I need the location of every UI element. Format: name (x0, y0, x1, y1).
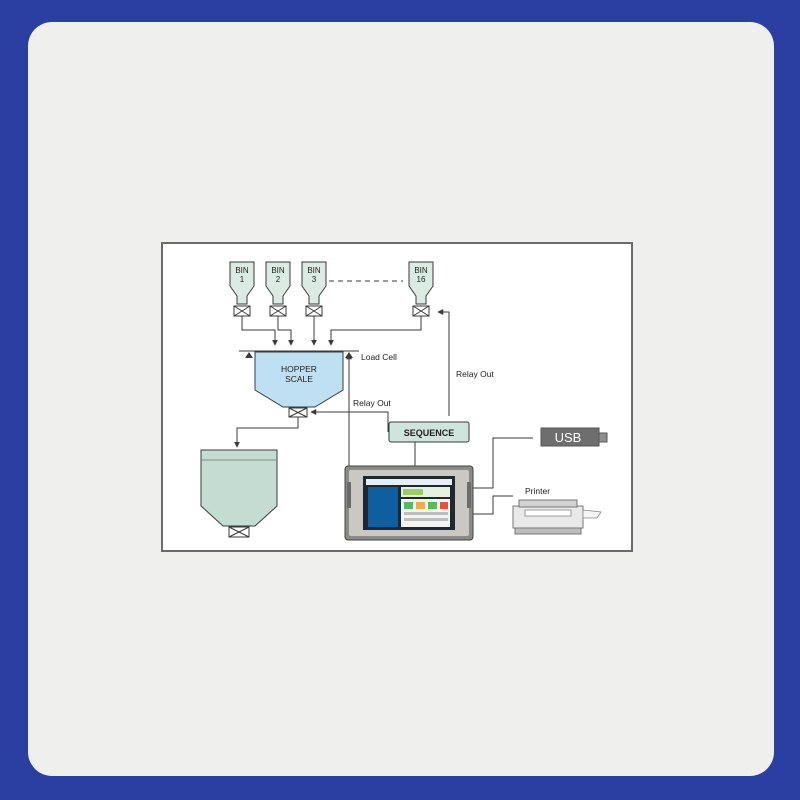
hopper-scale: HOPPER SCALE (239, 350, 359, 418)
batching-system-diagram: BIN 1 BIN 2 BIN 3 BIN 16 (161, 242, 633, 552)
relay-out-to-hopper-line (310, 409, 389, 432)
bin-2-valve-icon (269, 305, 287, 317)
bin-16-label: BIN (414, 266, 428, 275)
bin-16-number: 16 (417, 275, 426, 284)
bin-1-number: 1 (240, 275, 245, 284)
bin-3-label: BIN (307, 266, 321, 275)
usb-label: USB (555, 430, 582, 445)
controller-to-printer-line (473, 495, 513, 515)
hopper-label-line1: HOPPER (281, 364, 317, 374)
load-cell-left-icon (245, 352, 253, 358)
bin-1-label: BIN (235, 266, 249, 275)
feed-lines (241, 316, 422, 346)
controller-to-usb-line (473, 437, 533, 489)
hopper-label-line2: SCALE (285, 374, 313, 384)
bin-16-valve-icon (412, 305, 430, 317)
bin-2-number: 2 (276, 275, 281, 284)
printer-label: Printer (525, 486, 550, 496)
bin-1-valve-icon (233, 305, 251, 317)
sequence-label: SEQUENCE (404, 428, 455, 438)
hopper-to-silo-line (234, 417, 299, 448)
relay-out-mid-label: Relay Out (353, 398, 391, 408)
bin-3-number: 3 (312, 275, 317, 284)
bin-3: BIN 3 (301, 261, 327, 317)
bin-16: BIN 16 (408, 261, 434, 317)
bin-3-valve-icon (305, 305, 323, 317)
silo (200, 449, 278, 538)
printer-icon (512, 499, 602, 535)
diagram-canvas: BIN 1 BIN 2 BIN 3 BIN 16 (200, 261, 608, 541)
silo-valve-icon (228, 526, 250, 538)
controller-hmi (344, 465, 474, 541)
relay-out-top-label: Relay Out (456, 369, 494, 379)
relay-out-to-bins-line (437, 309, 450, 416)
sequence-box: SEQUENCE (388, 421, 470, 443)
hopper-discharge-valve-icon (288, 407, 308, 418)
bin-2: BIN 2 (265, 261, 291, 317)
bin-2-label: BIN (271, 266, 285, 275)
usb-icon: USB (540, 427, 608, 447)
bin-1: BIN 1 (229, 261, 255, 317)
load-cell-label: Load Cell (361, 352, 397, 362)
